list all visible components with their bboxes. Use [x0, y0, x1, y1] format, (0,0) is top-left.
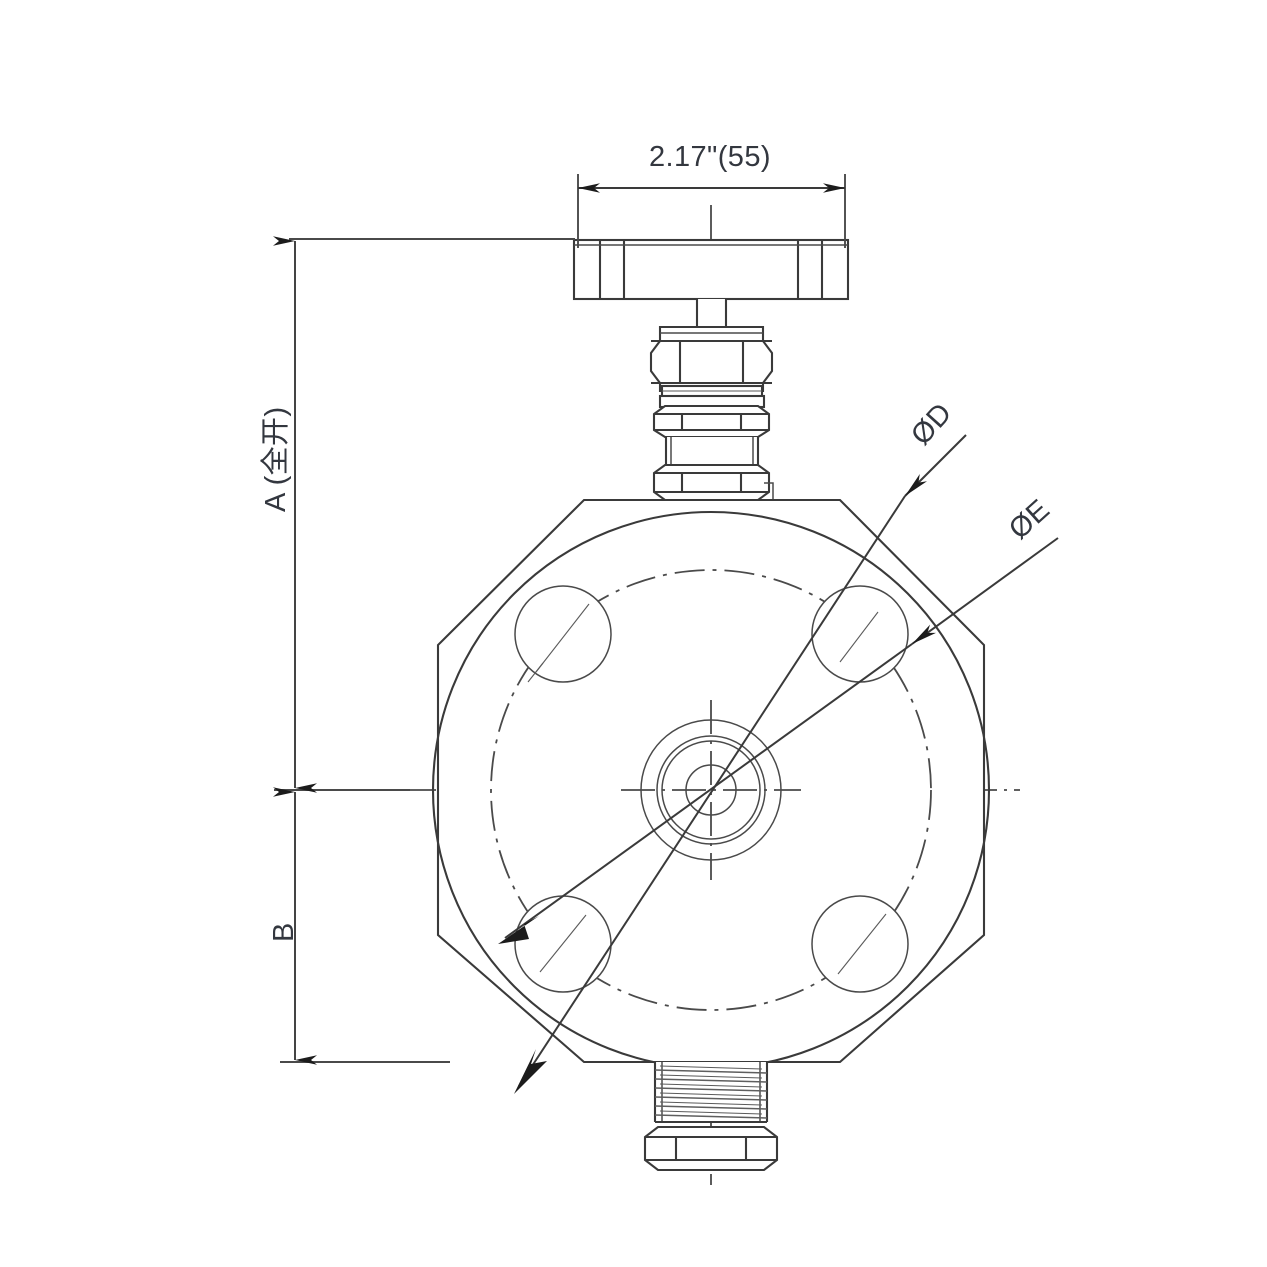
leader-line-e-upper — [911, 537, 1059, 645]
bolt-pitch-circle — [490, 569, 932, 1011]
lower-height-label: B — [268, 922, 300, 942]
arrow-d-lower — [514, 1049, 547, 1094]
bolt-circle-diameter-leader — [498, 537, 1059, 944]
leader-line-e-lower — [504, 643, 913, 939]
leader-line-d-lower — [518, 495, 906, 1087]
outlet-thread — [653, 1062, 769, 1124]
handle-width-label: 2.17"(55) — [649, 141, 771, 173]
leader-line-d-upper — [904, 434, 967, 497]
valve-stem — [695, 299, 728, 327]
bolt-hole-top-right — [811, 585, 909, 683]
bolt-hole-top-left — [514, 585, 612, 683]
outlet-hex-nut — [643, 1125, 779, 1172]
bonnet — [664, 437, 760, 465]
outer-diameter-leader — [514, 434, 967, 1094]
bolt-hole-bottom-right — [811, 895, 909, 993]
bolt-holes — [514, 585, 909, 993]
overall-height-label: A (全开) — [260, 406, 292, 512]
arrow-e-lower — [498, 916, 539, 944]
bonnet-nut — [652, 404, 771, 439]
gland-nut — [649, 325, 774, 393]
handle-width-dimension — [577, 174, 846, 248]
bolt-hole-bottom-left — [514, 895, 612, 993]
t-handle — [572, 238, 850, 301]
body-hex-nut — [652, 463, 774, 502]
packing-ring — [658, 384, 766, 409]
lower-height-dimension — [273, 787, 450, 1065]
